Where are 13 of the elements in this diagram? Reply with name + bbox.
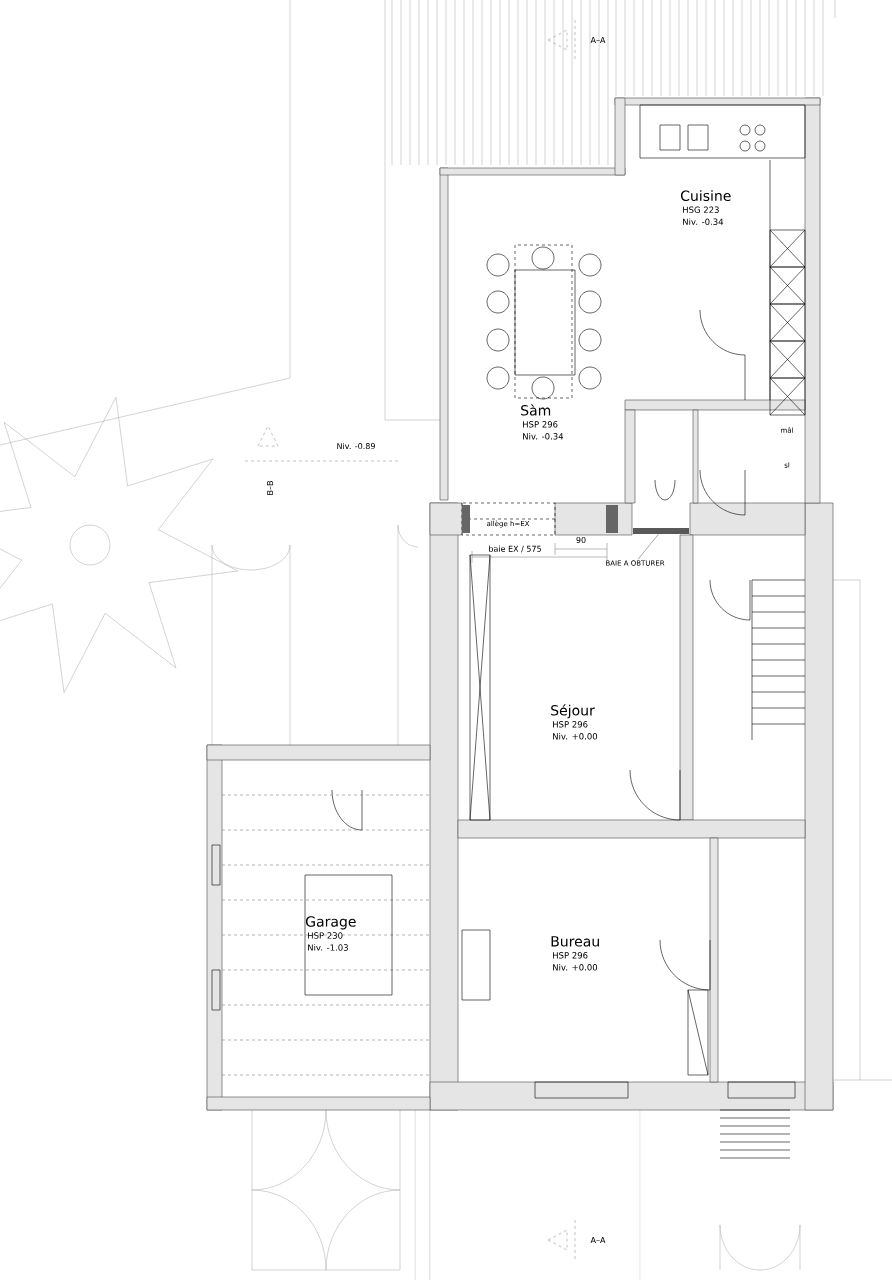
- section-label: B–B: [267, 481, 273, 495]
- room: Garage HSP 230 Niv. -1.03: [306, 916, 356, 951]
- room: Bureau HSP 296 Niv. +0.00: [551, 936, 599, 971]
- section-label: A–A: [590, 37, 606, 43]
- room: Séjour HSP 296 Niv. +0.00: [551, 704, 598, 740]
- section-label: A–A: [590, 1237, 606, 1243]
- room: Cuisine HSG 223 Niv. -0.34: [681, 190, 731, 225]
- room: Sàm HSP 296 Niv. -0.34: [521, 404, 564, 440]
- infill-bar: [633, 528, 689, 534]
- level-label: Niv. -0.89: [337, 442, 375, 450]
- dimension-label: 90: [575, 536, 587, 544]
- leader-line: [637, 534, 659, 560]
- dimension-label: baie EX / 575: [487, 545, 543, 553]
